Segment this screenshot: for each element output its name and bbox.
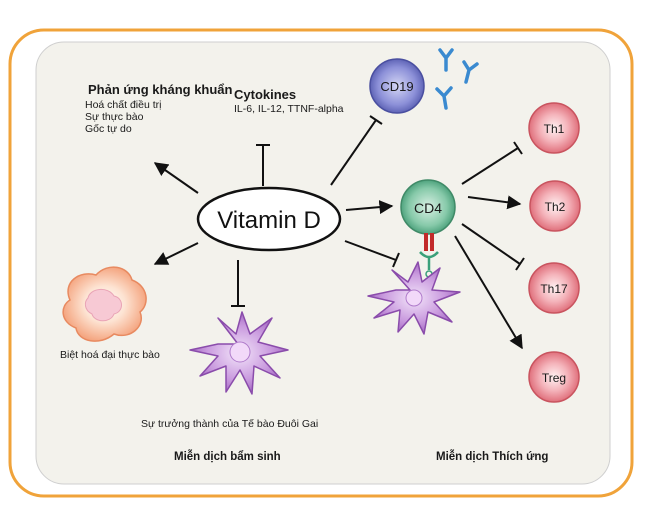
th1-label: Th1 — [544, 122, 565, 136]
th17-label: Th17 — [540, 282, 568, 296]
dendritic-nucleus-innate — [229, 341, 251, 363]
cd19-cell — [369, 58, 425, 114]
cytokines-title: Cytokines — [234, 87, 297, 102]
inhibit-cytokines — [256, 144, 270, 186]
arrow-to-th2 — [467, 195, 522, 210]
cytokines-subtitle: IL-6, IL-12, TTNF-alpha — [234, 103, 344, 115]
antibacterial-item-1: Hoá chất điều trị — [85, 99, 162, 111]
cd4-label: CD4 — [414, 200, 442, 216]
adaptive-immunity-heading: Miễn dịch Thích ứng — [436, 451, 549, 463]
inhibit-dc-adaptive — [344, 240, 400, 268]
inhibit-dendritic — [231, 260, 245, 307]
macrophage-nucleus — [84, 289, 122, 322]
th17-cell — [528, 262, 580, 314]
vitamin-d-ellipse — [196, 186, 342, 252]
th2-label: Th2 — [545, 200, 566, 214]
treg-cell — [528, 351, 580, 403]
dendritic-caption: Sự trưởng thành của Tế bào Đuôi Gai — [141, 418, 319, 430]
treg-label: Treg — [542, 371, 566, 385]
th1-cell — [528, 102, 580, 154]
arrow-to-antibacterial — [153, 162, 199, 194]
inhibit-th17 — [461, 223, 525, 271]
vitamin-d-label: Vitamin D — [217, 207, 321, 234]
th2-cell — [529, 180, 581, 232]
antibacterial-title: Phản ứng kháng khuẩn — [88, 82, 233, 97]
cd19-label: CD19 — [380, 79, 413, 94]
dendritic-nucleus-adaptive — [405, 289, 423, 307]
arrow-to-macrophage — [153, 242, 199, 265]
innate-immunity-heading: Miễn dịch bẩm sinh — [174, 451, 281, 463]
arrow-to-cd4 — [345, 200, 394, 215]
arrow-to-treg — [454, 235, 523, 350]
antibacterial-item-3: Gốc tự do — [85, 123, 132, 135]
antibody-icon — [435, 48, 479, 110]
macrophage-caption: Biệt hoá đại thực bào — [60, 349, 160, 361]
inhibit-th1 — [461, 141, 523, 185]
inhibit-cd19 — [330, 115, 383, 186]
antibacterial-item-2: Sự thực bào — [85, 111, 144, 123]
inner-panel — [35, 41, 611, 485]
